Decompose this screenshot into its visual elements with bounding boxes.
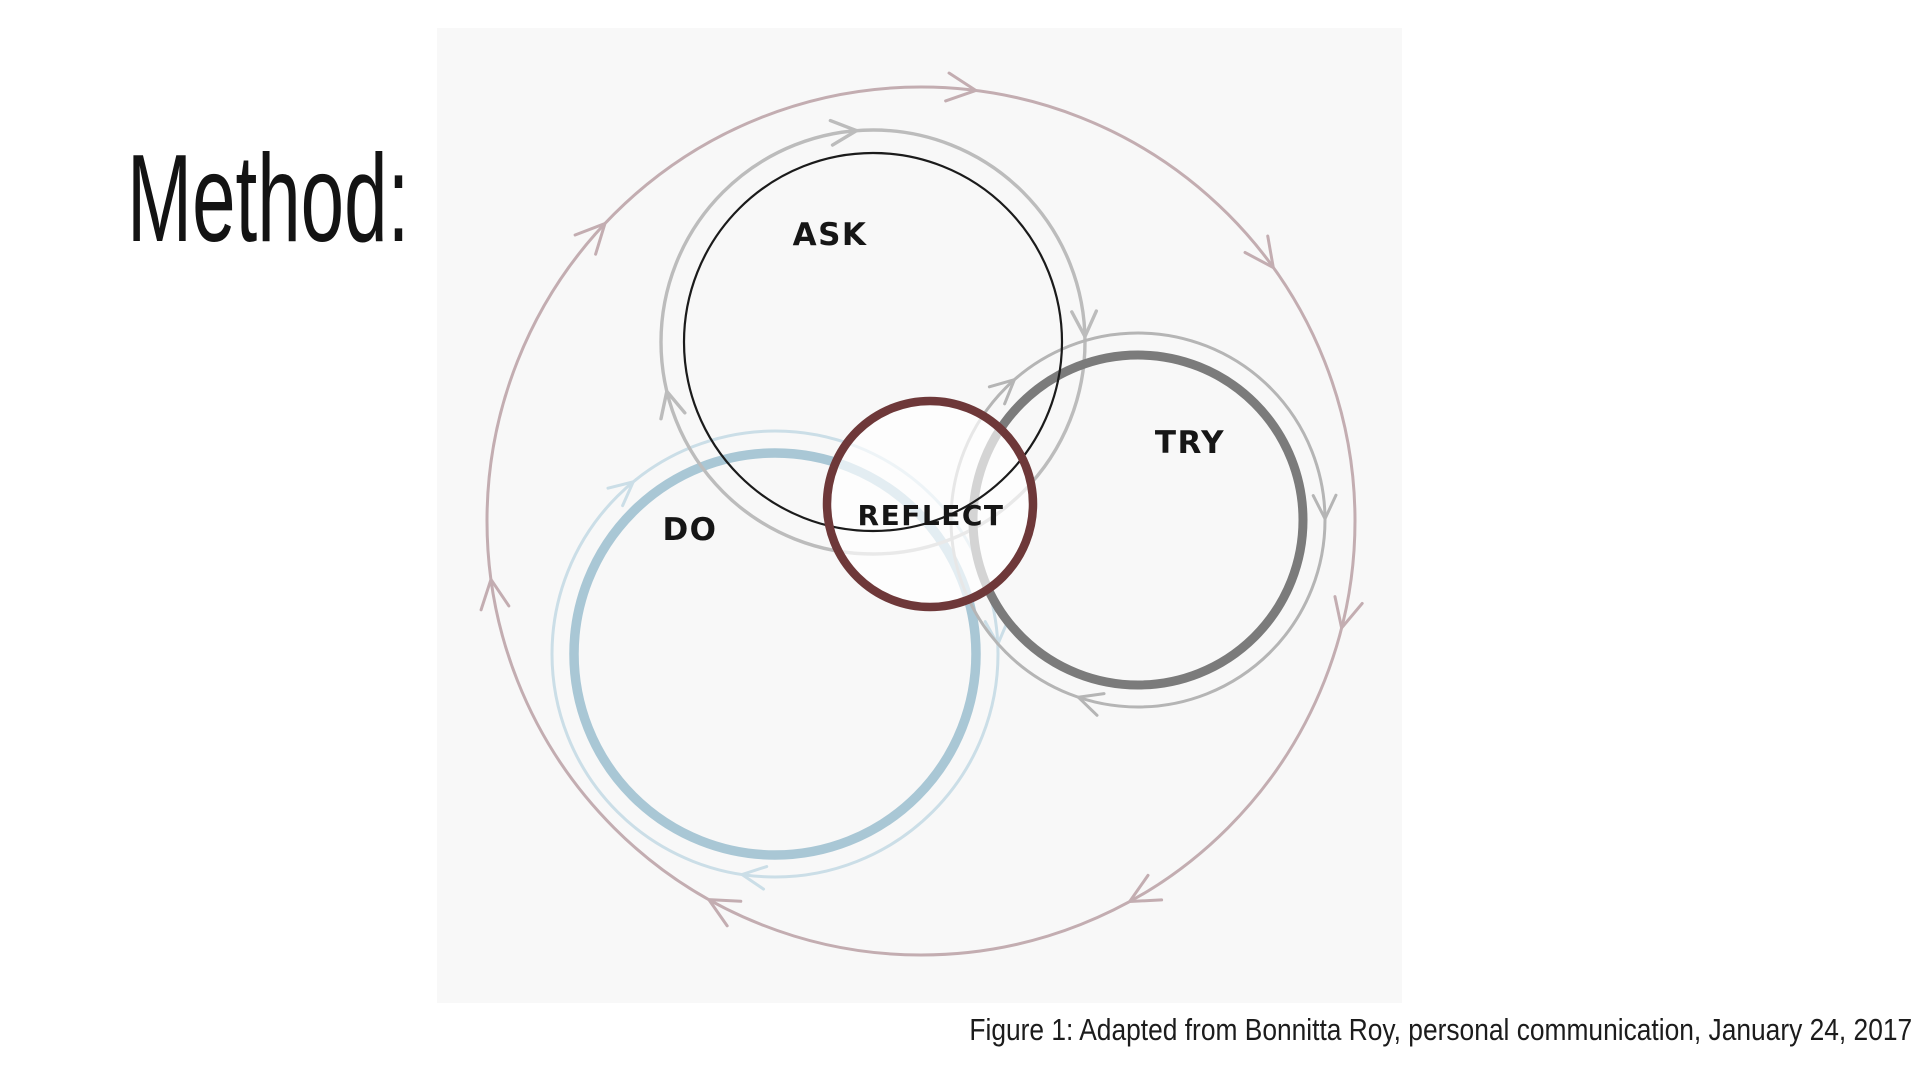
outer-cycle-arrow <box>707 898 743 928</box>
figure-caption: Figure 1: Adapted from Bonnitta Roy, per… <box>969 1012 1912 1047</box>
do-orbit-arrow <box>606 480 635 508</box>
do-orbit-circle <box>550 429 1000 879</box>
outer-cycle-arrow <box>1128 873 1164 904</box>
stage-label-reflect: REFLECT <box>858 499 1005 532</box>
reflect-circle <box>822 396 1038 612</box>
outer-cycle-arrow <box>1243 234 1275 270</box>
do-orbit-arrow <box>740 865 769 891</box>
ask-orbit-arrow <box>1070 309 1099 339</box>
try-orbit-arrow <box>987 378 1016 406</box>
reflect-circle-fill <box>827 401 1033 607</box>
try-orbit-arrow <box>1076 692 1106 717</box>
stage-label-ask: ASK <box>793 217 868 253</box>
stage-label-do: DO <box>662 512 717 548</box>
outer-cycle-arrow <box>573 222 607 256</box>
outer-cycle-circle <box>485 85 1357 957</box>
try-orbit-arrow <box>1311 493 1338 521</box>
outer-cycle-arrow <box>944 71 978 103</box>
outer-cycle-arrow <box>1333 595 1364 630</box>
ask-orbit-arrow <box>828 118 859 147</box>
stage-label-try: TRY <box>1155 425 1225 461</box>
ask-orbit-arrow <box>659 389 687 421</box>
outer-cycle-arrow <box>479 577 511 612</box>
page-title: Method: <box>127 130 410 268</box>
ask-circle <box>682 151 1064 533</box>
do-circle <box>569 448 981 860</box>
